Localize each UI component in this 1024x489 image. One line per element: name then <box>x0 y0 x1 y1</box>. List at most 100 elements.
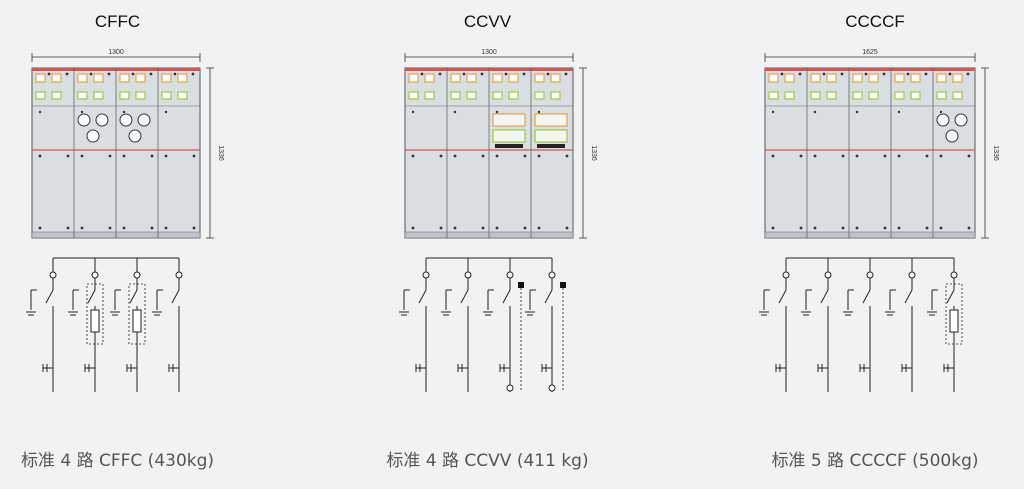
indicator-lamp <box>780 72 784 76</box>
bolt <box>411 154 415 158</box>
status-module <box>424 91 435 100</box>
switch-blade <box>862 289 871 304</box>
breaker-bar <box>537 144 565 148</box>
width-dimension: 1300 <box>31 49 201 62</box>
bolt <box>565 226 569 230</box>
breaker-module <box>534 113 568 127</box>
status-module <box>450 91 461 100</box>
indicator-lamp <box>504 72 508 76</box>
bolt <box>66 154 70 158</box>
bolt <box>967 154 971 158</box>
bolt <box>813 226 817 230</box>
status-module <box>135 73 146 83</box>
status-module <box>424 73 435 83</box>
switch-blade <box>45 289 54 304</box>
terminal-circle <box>91 271 99 279</box>
status-module <box>119 91 130 100</box>
status-module <box>894 73 905 83</box>
status-module <box>77 91 88 100</box>
bolt <box>939 226 943 230</box>
status-module <box>550 91 561 100</box>
bolt <box>771 154 775 158</box>
bolt <box>38 154 42 158</box>
status-module <box>852 91 863 100</box>
lock-point <box>80 110 84 114</box>
status-module <box>550 73 561 83</box>
switch-blade <box>778 289 787 304</box>
panel-c <box>768 72 803 230</box>
indicator-lamp <box>906 72 910 76</box>
bolt <box>925 154 929 158</box>
status-module <box>450 73 461 83</box>
fuse-enclosure <box>945 283 963 345</box>
indicator-lamp <box>864 72 868 76</box>
status-module <box>784 73 795 83</box>
feeder-c <box>801 258 832 392</box>
height-label: 1336 <box>992 145 999 161</box>
bolt <box>192 154 196 158</box>
lock-point <box>453 110 457 114</box>
status-module <box>894 91 905 100</box>
lock-point <box>38 110 42 114</box>
terminal-circle <box>464 271 472 279</box>
lock-point <box>122 110 126 114</box>
bolt <box>150 154 154 158</box>
unit-title: CCVV <box>463 12 512 31</box>
fuse-symbol <box>90 309 100 333</box>
status-module <box>534 91 545 100</box>
height-dimension: 1336 <box>579 67 597 239</box>
height-dimension: 1336 <box>981 67 999 239</box>
fuse-symbol <box>132 309 142 333</box>
bolt <box>523 226 527 230</box>
fuse-dial <box>119 113 133 127</box>
status-module <box>826 91 837 100</box>
indicator-lamp <box>564 72 568 76</box>
ct-symbol <box>548 384 556 392</box>
ct-symbol <box>506 384 514 392</box>
bolt <box>939 154 943 158</box>
breaker-module <box>534 129 568 143</box>
indicator-lamp <box>522 72 526 76</box>
indicator-lamp <box>822 72 826 76</box>
bolt <box>439 226 443 230</box>
indicator-lamp <box>89 72 93 76</box>
breaker-bar <box>495 144 523 148</box>
terminal-circle <box>133 271 141 279</box>
unit-caption: 标准 4 路 CCVV (411 kg) <box>386 451 589 471</box>
feeder-c <box>843 258 874 392</box>
status-module <box>910 73 921 83</box>
status-module <box>35 91 46 100</box>
indicator-lamp <box>420 72 424 76</box>
top-red-strip <box>765 68 975 71</box>
bolt <box>565 154 569 158</box>
feeder-c <box>152 258 183 392</box>
terminal-circle <box>422 271 430 279</box>
status-module <box>868 91 879 100</box>
switch-blade <box>87 289 96 304</box>
status-module <box>768 73 779 83</box>
status-module <box>936 91 947 100</box>
indicator-lamp <box>173 72 177 76</box>
terminal-circle <box>950 271 958 279</box>
lock-point <box>939 110 943 114</box>
status-module <box>119 73 130 83</box>
bolt <box>192 226 196 230</box>
width-dimension: 1300 <box>404 49 574 62</box>
bolt <box>771 226 775 230</box>
bolt <box>925 226 929 230</box>
fuse-enclosure <box>128 283 146 345</box>
single-line-diagram <box>399 257 566 392</box>
feeder-v <box>483 258 524 392</box>
lock-point <box>813 110 817 114</box>
panel-c <box>35 72 70 230</box>
status-module <box>77 73 88 83</box>
terminal-circle <box>506 271 514 279</box>
bolt <box>883 226 887 230</box>
lock-point <box>855 110 859 114</box>
feeder-c <box>26 258 57 392</box>
status-module <box>177 73 188 83</box>
bolt <box>495 154 499 158</box>
